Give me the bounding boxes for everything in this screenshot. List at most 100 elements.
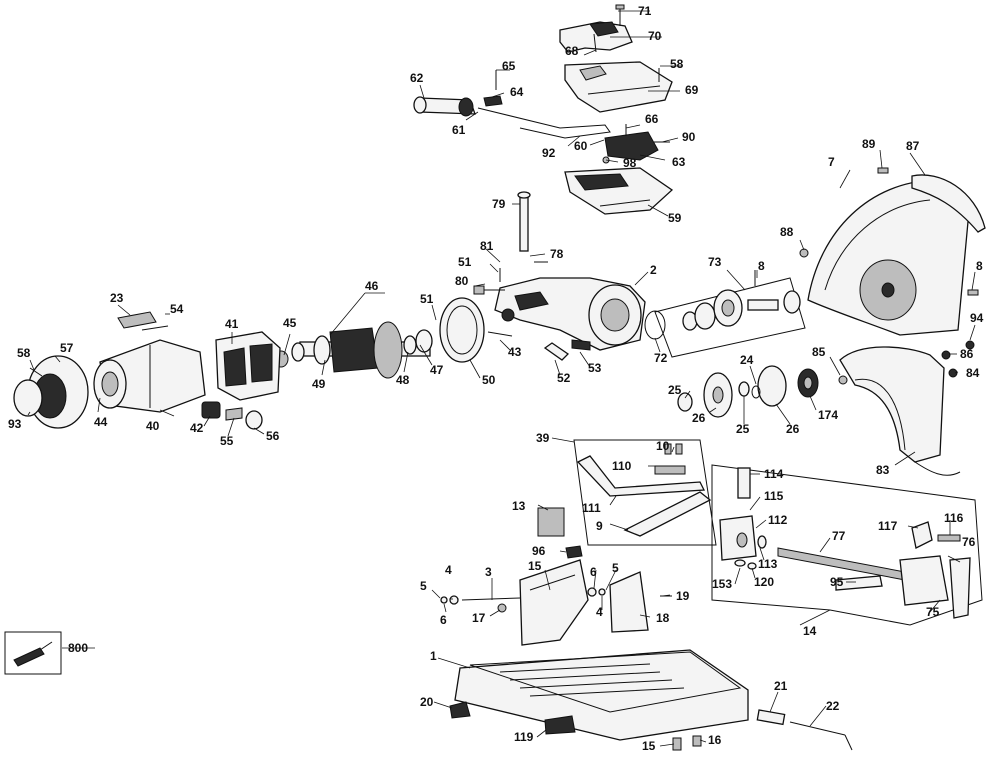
callout-75: 75 bbox=[926, 605, 940, 619]
callout-72: 72 bbox=[654, 351, 668, 365]
callout-80: 80 bbox=[455, 274, 469, 288]
callout-110: 110 bbox=[612, 459, 632, 473]
callout-10: 10 bbox=[656, 439, 670, 453]
callout-93: 93 bbox=[8, 417, 22, 431]
wrench-part bbox=[756, 709, 853, 751]
callout-68: 68 bbox=[565, 44, 579, 58]
callout-20: 20 bbox=[420, 695, 434, 709]
callout-63: 63 bbox=[672, 155, 686, 169]
callout-47: 47 bbox=[430, 363, 444, 377]
callout-61: 61 bbox=[452, 123, 466, 137]
housing-cover-part bbox=[564, 167, 674, 215]
callout-58-top: 58 bbox=[670, 57, 684, 71]
callout-88: 88 bbox=[780, 225, 794, 239]
callout-57: 57 bbox=[60, 341, 74, 355]
callout-43: 43 bbox=[508, 345, 522, 359]
callout-25-right: 25 bbox=[736, 422, 750, 436]
callout-52: 52 bbox=[557, 371, 571, 385]
callout-24: 24 bbox=[740, 353, 754, 367]
callout-6-right: 6 bbox=[590, 565, 597, 579]
callout-117: 117 bbox=[878, 519, 898, 533]
callout-40: 40 bbox=[146, 419, 160, 433]
callout-46: 46 bbox=[365, 279, 379, 293]
callout-174: 174 bbox=[818, 408, 838, 422]
callout-94: 94 bbox=[970, 311, 984, 325]
callout-23: 23 bbox=[110, 291, 124, 305]
o-ring-72-part bbox=[644, 310, 666, 340]
callout-4-left: 4 bbox=[445, 563, 452, 577]
callout-42: 42 bbox=[190, 421, 204, 435]
fan-baffle-part bbox=[439, 297, 485, 363]
field-part bbox=[215, 331, 281, 401]
chip-deflector-part bbox=[537, 507, 565, 537]
callout-71: 71 bbox=[638, 4, 652, 18]
callout-116: 116 bbox=[944, 511, 964, 525]
switch-part bbox=[602, 124, 670, 164]
callout-25-left: 25 bbox=[668, 383, 682, 397]
foot-119-part bbox=[544, 715, 576, 735]
handle-top-part bbox=[559, 4, 633, 53]
callout-62: 62 bbox=[410, 71, 424, 85]
spindle-lock-parts bbox=[487, 331, 591, 361]
callout-44: 44 bbox=[94, 415, 108, 429]
base-part bbox=[454, 649, 749, 741]
callout-98: 98 bbox=[623, 156, 637, 170]
gear-case-part bbox=[473, 261, 646, 351]
callout-69: 69 bbox=[685, 83, 699, 97]
spindle-assembly-part bbox=[654, 270, 806, 358]
callout-96: 96 bbox=[532, 544, 546, 558]
bolt-79-part bbox=[517, 191, 531, 252]
callout-84: 84 bbox=[966, 366, 980, 380]
callout-17: 17 bbox=[472, 611, 486, 625]
callout-45: 45 bbox=[283, 316, 297, 330]
callout-77: 77 bbox=[832, 529, 846, 543]
callout-1: 1 bbox=[430, 649, 437, 663]
callout-39: 39 bbox=[536, 431, 550, 445]
callout-83: 83 bbox=[876, 463, 890, 477]
callout-800: 800 bbox=[68, 641, 88, 655]
callout-7: 7 bbox=[828, 155, 835, 169]
callout-73: 73 bbox=[708, 255, 722, 269]
nameplate-part bbox=[117, 311, 169, 331]
callout-13: 13 bbox=[512, 499, 526, 513]
callout-95: 95 bbox=[830, 575, 844, 589]
callout-153: 153 bbox=[712, 577, 732, 591]
callout-26-right: 26 bbox=[786, 422, 800, 436]
callout-16: 16 bbox=[708, 733, 722, 747]
brush-parts bbox=[201, 401, 263, 430]
callout-115: 115 bbox=[764, 489, 784, 503]
callout-113: 113 bbox=[758, 557, 778, 571]
callout-90: 90 bbox=[682, 130, 696, 144]
callout-79: 79 bbox=[492, 197, 506, 211]
upper-guard-part bbox=[799, 167, 986, 350]
callout-9: 9 bbox=[596, 519, 603, 533]
callout-65: 65 bbox=[502, 59, 516, 73]
trigger-rod-part bbox=[413, 96, 611, 139]
end-cap-part bbox=[13, 355, 89, 429]
power-cord-part bbox=[4, 631, 62, 675]
callout-78: 78 bbox=[550, 247, 564, 261]
callout-54: 54 bbox=[170, 302, 184, 316]
callout-64: 64 bbox=[510, 85, 524, 99]
callout-86: 86 bbox=[960, 347, 974, 361]
callout-89: 89 bbox=[862, 137, 876, 151]
callout-60: 60 bbox=[574, 139, 588, 153]
callout-55: 55 bbox=[220, 434, 234, 448]
callout-5-left: 5 bbox=[420, 579, 427, 593]
callout-76: 76 bbox=[962, 535, 976, 549]
foot-20-part bbox=[449, 701, 471, 719]
callout-26-left: 26 bbox=[692, 411, 706, 425]
callout-15-bottom: 15 bbox=[642, 739, 656, 753]
callout-51-top: 51 bbox=[458, 255, 472, 269]
callout-87: 87 bbox=[906, 139, 920, 153]
callout-41: 41 bbox=[225, 317, 239, 331]
callout-48: 48 bbox=[396, 373, 410, 387]
callout-22: 22 bbox=[826, 699, 840, 713]
callout-8-mid: 8 bbox=[758, 259, 765, 273]
callout-15-top: 15 bbox=[528, 559, 542, 573]
callout-4-right: 4 bbox=[596, 605, 603, 619]
callout-59: 59 bbox=[668, 211, 682, 225]
callout-66: 66 bbox=[645, 112, 659, 126]
callout-70: 70 bbox=[648, 29, 662, 43]
